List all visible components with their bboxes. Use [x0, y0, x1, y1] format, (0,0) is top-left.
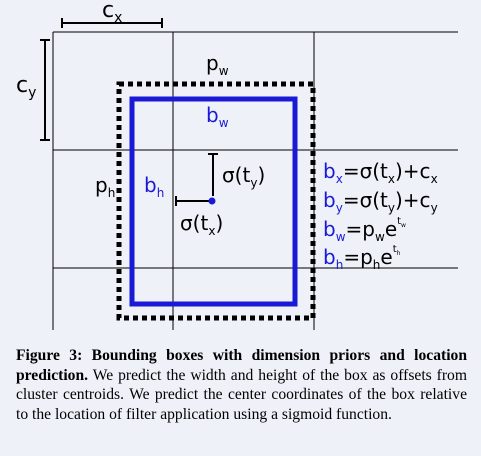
ph-label: ph [95, 173, 115, 200]
bh-label: bh [144, 173, 164, 200]
equation-by: by=σ(ty)+cy [323, 188, 438, 215]
sigma-ty-marker [208, 153, 218, 196]
figure-caption: Figure 3: Bounding boxes with dimension … [16, 346, 467, 424]
equation-bx: bx=σ(tx)+cx [323, 159, 438, 186]
equations: bx=σ(tx)+cx by=σ(ty)+cy bw=pwetw bh=phet… [323, 159, 438, 272]
sigma-tx-marker [175, 196, 210, 206]
sigma-ty-label: σ(ty) [222, 163, 265, 190]
bounding-box-diagram: cx cy pw ph bw bh σ(ty) σ(tx) [16, 0, 458, 330]
prior-box [116, 81, 316, 321]
cx-dimension [61, 18, 163, 28]
equation-bw: bw=pwetw [323, 216, 406, 244]
sigma-tx-label: σ(tx) [180, 211, 223, 238]
cy-label: cy [16, 73, 36, 101]
cy-dimension [40, 39, 50, 141]
equation-bh: bh=pheth [323, 244, 401, 272]
cx-label: cx [102, 0, 122, 26]
predicted-box [129, 96, 298, 307]
caption-body: We predict the width and height of the b… [16, 366, 467, 423]
pw-label: pw [206, 51, 229, 78]
caption-lead: Figure 3: Bounding boxes with dimension … [16, 347, 467, 384]
bw-label: bw [206, 103, 229, 130]
center-point [208, 197, 216, 205]
